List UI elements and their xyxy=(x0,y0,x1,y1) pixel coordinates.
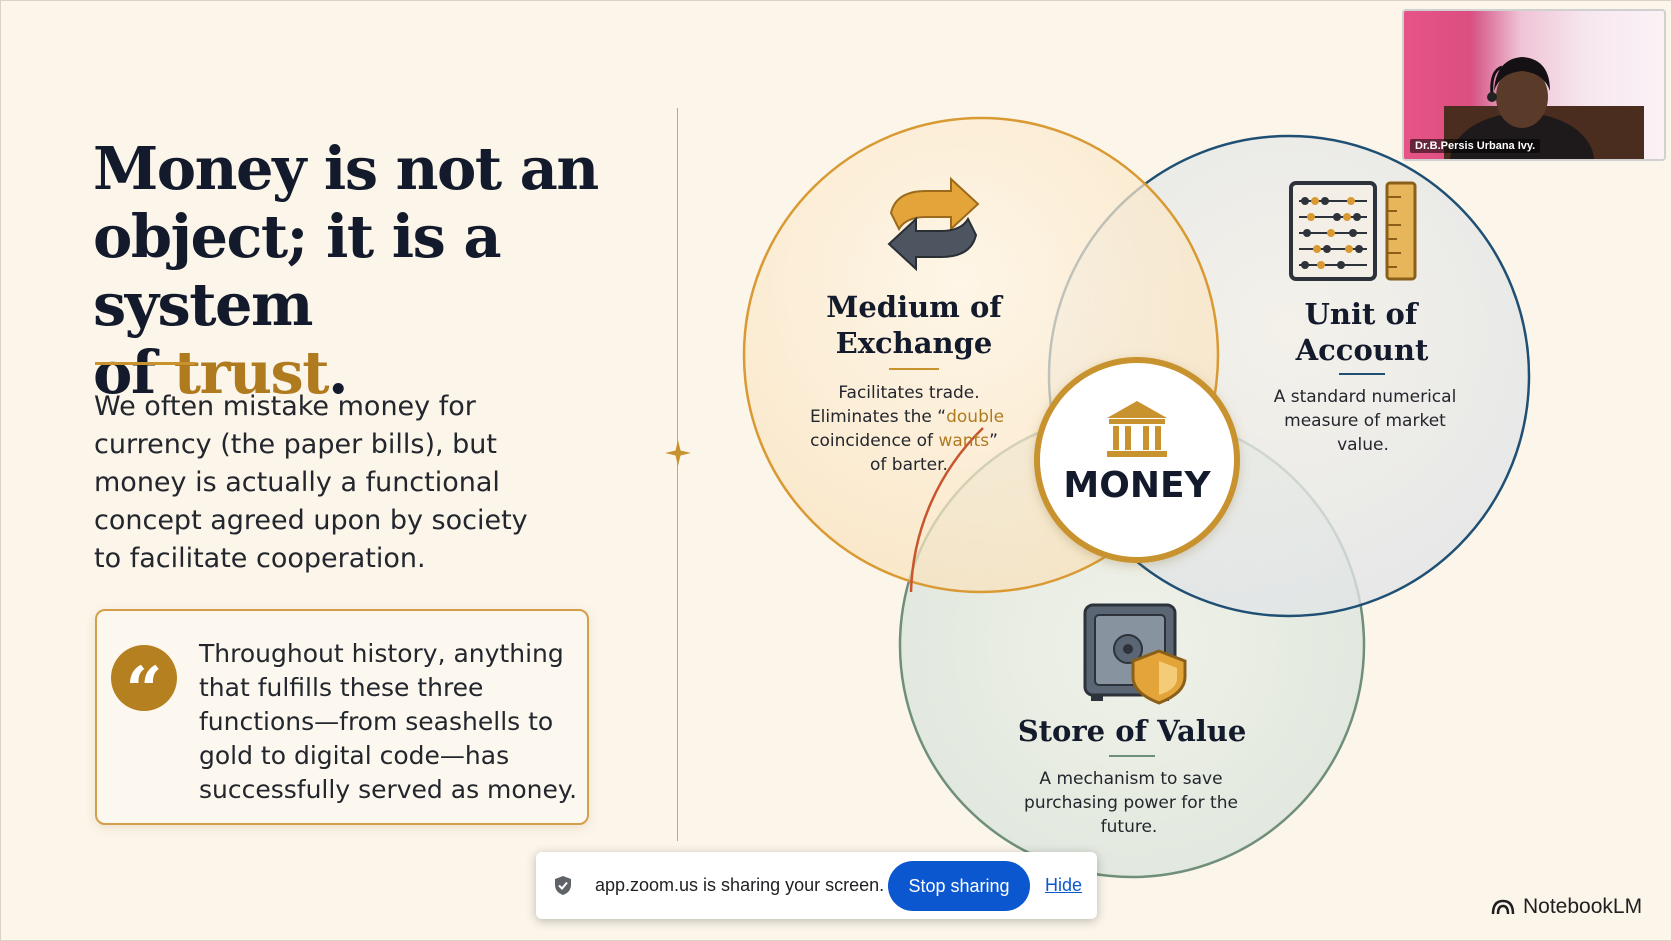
stop-sharing-button[interactable]: Stop sharing xyxy=(888,861,1030,911)
medium-desc-3a: coincidence of xyxy=(810,431,938,451)
quote-line-2: that fulfills these three xyxy=(199,673,484,702)
unit-desc-line-1: A standard numerical xyxy=(1274,387,1457,407)
headline: Money is not an object; it is a system o… xyxy=(93,135,653,407)
vertical-divider xyxy=(677,108,678,841)
webcam-tile[interactable]: Dr.B.Persis Urbana Ivy. xyxy=(1402,9,1666,161)
money-medallion xyxy=(1040,363,1234,557)
unit-desc-line-2: measure of market xyxy=(1284,411,1446,431)
intro-line-5: to facilitate cooperation. xyxy=(94,543,426,574)
unit-title-line-2: Account xyxy=(1295,333,1429,367)
overlap-arc-medium-store xyxy=(909,427,984,593)
shield-check-icon xyxy=(555,876,571,895)
medium-desc-line-1: Facilitates trade. xyxy=(838,383,979,403)
medium-desc-2b: double xyxy=(946,407,1004,427)
quote-line-3: functions—from seashells to xyxy=(199,707,554,736)
unit-title-line-1: Unit of xyxy=(1305,297,1420,331)
exchange-arrows-icon xyxy=(887,176,980,272)
money-center: MONEY xyxy=(1034,357,1240,563)
medium-desc-line-2: Eliminates the “double xyxy=(810,407,1004,427)
headline-underline xyxy=(95,362,195,365)
unit-desc-line-3: value. xyxy=(1337,435,1389,455)
quote-text: Throughout history, anything that fulfil… xyxy=(199,637,579,807)
screen-share-bar: app.zoom.us is sharing your screen. Stop… xyxy=(536,852,1097,919)
medium-desc-2a: Eliminates the “ xyxy=(810,407,946,427)
medium-title-line-2: Exchange xyxy=(836,326,993,360)
participant-name: Dr.B.Persis Urbana Ivy. xyxy=(1410,139,1541,153)
participant-video xyxy=(1404,11,1644,159)
headline-line-3-suffix: . xyxy=(327,338,349,407)
quote-line-1: Throughout history, anything xyxy=(199,639,564,668)
intro-line-2: currency (the paper bills), but xyxy=(94,429,498,460)
store-title: Store of Value xyxy=(1018,714,1247,748)
brand-name: NotebookLM xyxy=(1523,895,1643,918)
hide-link[interactable]: Hide xyxy=(1045,875,1083,895)
share-message: app.zoom.us is sharing your screen. xyxy=(595,875,885,895)
headline-line-3: of trust. xyxy=(93,339,653,407)
medium-desc-3b: wants xyxy=(938,431,989,451)
quote-line-4: gold to digital code—has xyxy=(199,741,510,770)
medium-desc-3c: ” xyxy=(989,431,998,451)
headline-line-3-prefix: of xyxy=(93,338,174,407)
sparkle-icon xyxy=(665,440,691,466)
medium-desc-line-4: of barter. xyxy=(870,455,948,475)
intro-line-3: money is actually a functional xyxy=(94,467,500,498)
abacus-ruler-icon xyxy=(1289,181,1417,281)
quote-line-5: successfully served as money. xyxy=(199,775,578,804)
bank-icon xyxy=(1107,401,1167,457)
intro-line-1: We often mistake money for xyxy=(94,391,476,422)
quote-callout: “ Throughout history, anything that fulf… xyxy=(95,609,589,825)
headline-line-2: object; it is a system xyxy=(93,202,502,339)
safe-shield-icon xyxy=(1083,603,1187,705)
intro-line-4: concept agreed upon by society xyxy=(94,505,528,536)
headline-line-1: Money is not an xyxy=(93,134,599,203)
store-desc-line-1: A mechanism to save xyxy=(1039,769,1222,789)
notebooklm-logo-icon xyxy=(1491,899,1515,915)
headline-accent-word: trust xyxy=(173,338,330,407)
intro-paragraph: We often mistake money for currency (the… xyxy=(94,388,554,578)
medium-desc-line-3: coincidence of wants” xyxy=(810,431,998,451)
money-label: MONEY xyxy=(1063,465,1211,506)
store-desc-line-2: purchasing power for the xyxy=(1024,793,1238,813)
notebooklm-brand: NotebookLM xyxy=(1491,893,1642,921)
store-desc-line-3: future. xyxy=(1101,817,1158,837)
medium-title-line-1: Medium of xyxy=(826,290,1004,324)
